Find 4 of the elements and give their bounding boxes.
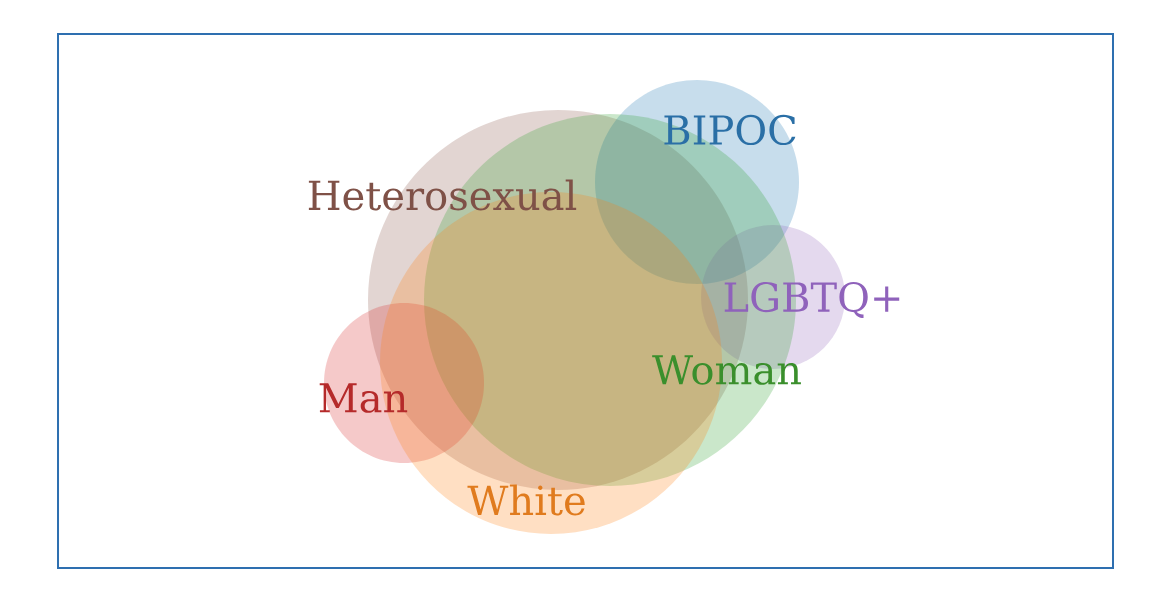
set-label: Heterosexual xyxy=(308,179,577,211)
set-label: Man xyxy=(319,383,408,413)
set-label: White xyxy=(467,484,585,516)
set-label: BIPOC xyxy=(664,114,796,146)
